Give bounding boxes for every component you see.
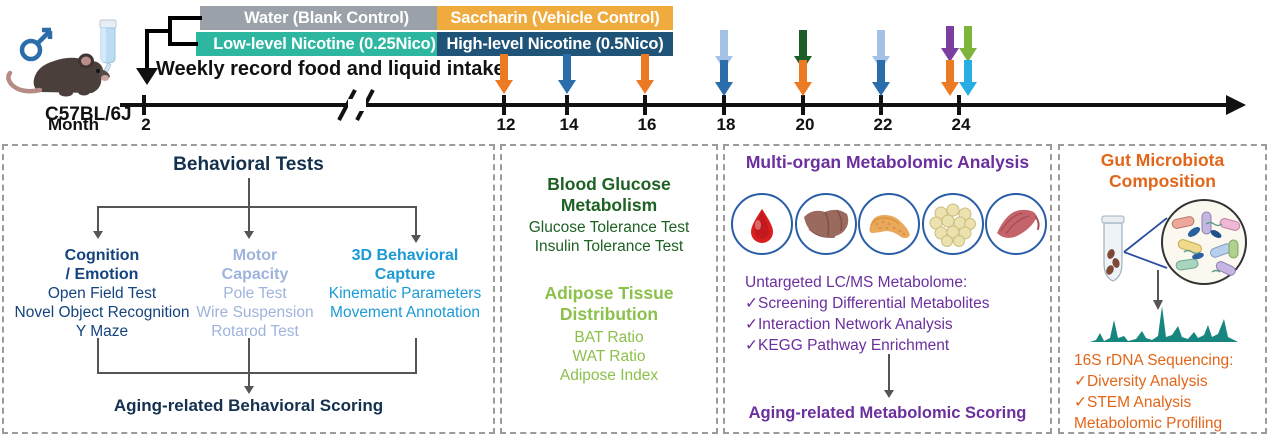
behavior-out-m (248, 338, 250, 374)
panel-metabolomic-analysis: Multi-organ Metabolomic Analysis (723, 144, 1052, 434)
axis-tick-14 (565, 95, 569, 115)
behavior-panel-title: Behavioral Tests (173, 154, 324, 175)
group-label-low-nicotine: Low-level Nicotine (0.25Nico) (196, 32, 453, 56)
axis-tick-label-24: 24 (951, 115, 971, 134)
event-arrow-16-orange (636, 54, 654, 94)
axis-tick-label-18: 18 (716, 115, 736, 134)
behavior-connector-r (415, 206, 417, 236)
axis-label-month: Month (48, 115, 99, 134)
behavior-arrow-r (411, 235, 421, 243)
mouse-illustration (4, 14, 144, 106)
bracket-h-top (168, 16, 202, 20)
event-arrow-24-cyan (959, 60, 977, 96)
event-arrow-20-orange (794, 60, 812, 96)
metabolomic-arrow-head (884, 390, 894, 398)
male-symbol-icon (19, 27, 53, 62)
bacteria-circle-icon (1161, 199, 1247, 285)
timeline-axis-arrowhead (1226, 95, 1246, 115)
bracket-h-bottom (168, 42, 198, 46)
axis-tick-12 (502, 95, 506, 115)
metabolomic-body: Untargeted LC/MS Metabolome:✓Screening D… (745, 274, 990, 354)
event-arrow-14-blue (558, 54, 576, 94)
behavior-connector-bar (97, 206, 417, 208)
behavior-arrow-l (93, 231, 103, 239)
axis-tick-label-2: 2 (141, 115, 151, 134)
group-label-water: Water (Blank Control) (200, 6, 453, 30)
axis-tick-24 (957, 95, 961, 115)
axis-tick-label-20: 20 (795, 115, 815, 134)
axis-tick-label-14: 14 (559, 115, 579, 134)
axis-tick-22 (879, 95, 883, 115)
metabolomic-outcome: Aging-related Metabolomic Scoring (748, 404, 1027, 422)
behavior-heading-cognition: Cognition/ Emotion (64, 247, 140, 283)
behavior-out-bar (97, 372, 417, 374)
sample-tube-icon (1101, 215, 1125, 282)
event-arrow-24-orange (941, 60, 959, 96)
liver-icon (794, 193, 857, 255)
axis-break-gap (348, 99, 366, 111)
bracket-v-stem (145, 29, 149, 71)
muscle-icon (985, 193, 1047, 255)
magnifier-connector (1123, 217, 1168, 269)
behavior-connector-l (97, 206, 99, 232)
bracket-arrowhead (136, 68, 158, 85)
gut-body: 16S rDNA Sequencing:✓Diversity Analysis✓… (1074, 352, 1234, 432)
bracket-h-stem (145, 29, 172, 33)
axis-tick-20 (801, 95, 805, 115)
behavior-out-r (415, 338, 417, 374)
blood-drop-icon (731, 193, 793, 255)
behavior-outcome: Aging-related Behavioral Scoring (113, 396, 384, 415)
strain-label: C57BL/6J (45, 104, 132, 125)
behavior-connector-down (248, 178, 250, 208)
group-label-saccharin: Saccharin (Vehicle Control) (437, 6, 673, 30)
axis-tick-18 (722, 95, 726, 115)
behavior-arrow-m (244, 231, 254, 239)
axis-tick-label-12: 12 (496, 115, 516, 134)
timeline-axis (120, 103, 1230, 107)
water-bottle-icon (99, 19, 117, 77)
weekly-record-note: Weekly record food and liquid intake (156, 58, 505, 80)
chromatogram-icon (1090, 306, 1238, 342)
pancreas-icon (858, 193, 920, 255)
event-arrow-22-blue (872, 60, 890, 96)
adipose-icon (921, 193, 984, 255)
axis-tick-16 (643, 95, 647, 115)
metabolomic-arrow-stem (888, 354, 890, 392)
event-arrow-24-green (959, 26, 977, 62)
event-arrow-12-orange (495, 54, 513, 94)
event-arrow-24-purple (941, 26, 959, 62)
gut-graphic (1066, 194, 1262, 344)
behavior-out-arrow (244, 386, 254, 394)
metabolomic-title: Multi-organ Metabolomic Analysis (745, 152, 1030, 172)
event-arrow-18-blue (715, 60, 733, 96)
axis-tick-label-16: 16 (637, 115, 657, 134)
axis-tick-label-22: 22 (873, 115, 893, 134)
mouse-body (6, 53, 110, 97)
behavior-out-l (97, 338, 99, 374)
behavior-out-stem (248, 372, 250, 388)
axis-tick-2 (142, 95, 146, 115)
behavior-connector-m (248, 206, 250, 232)
panel-behavioral-tests: Behavioral Tests Cognition/ Emotion Open… (2, 144, 495, 434)
gut-arrow-down (1153, 270, 1163, 310)
group-label-high-nicotine: High-level Nicotine (0.5Nico) (437, 32, 673, 56)
